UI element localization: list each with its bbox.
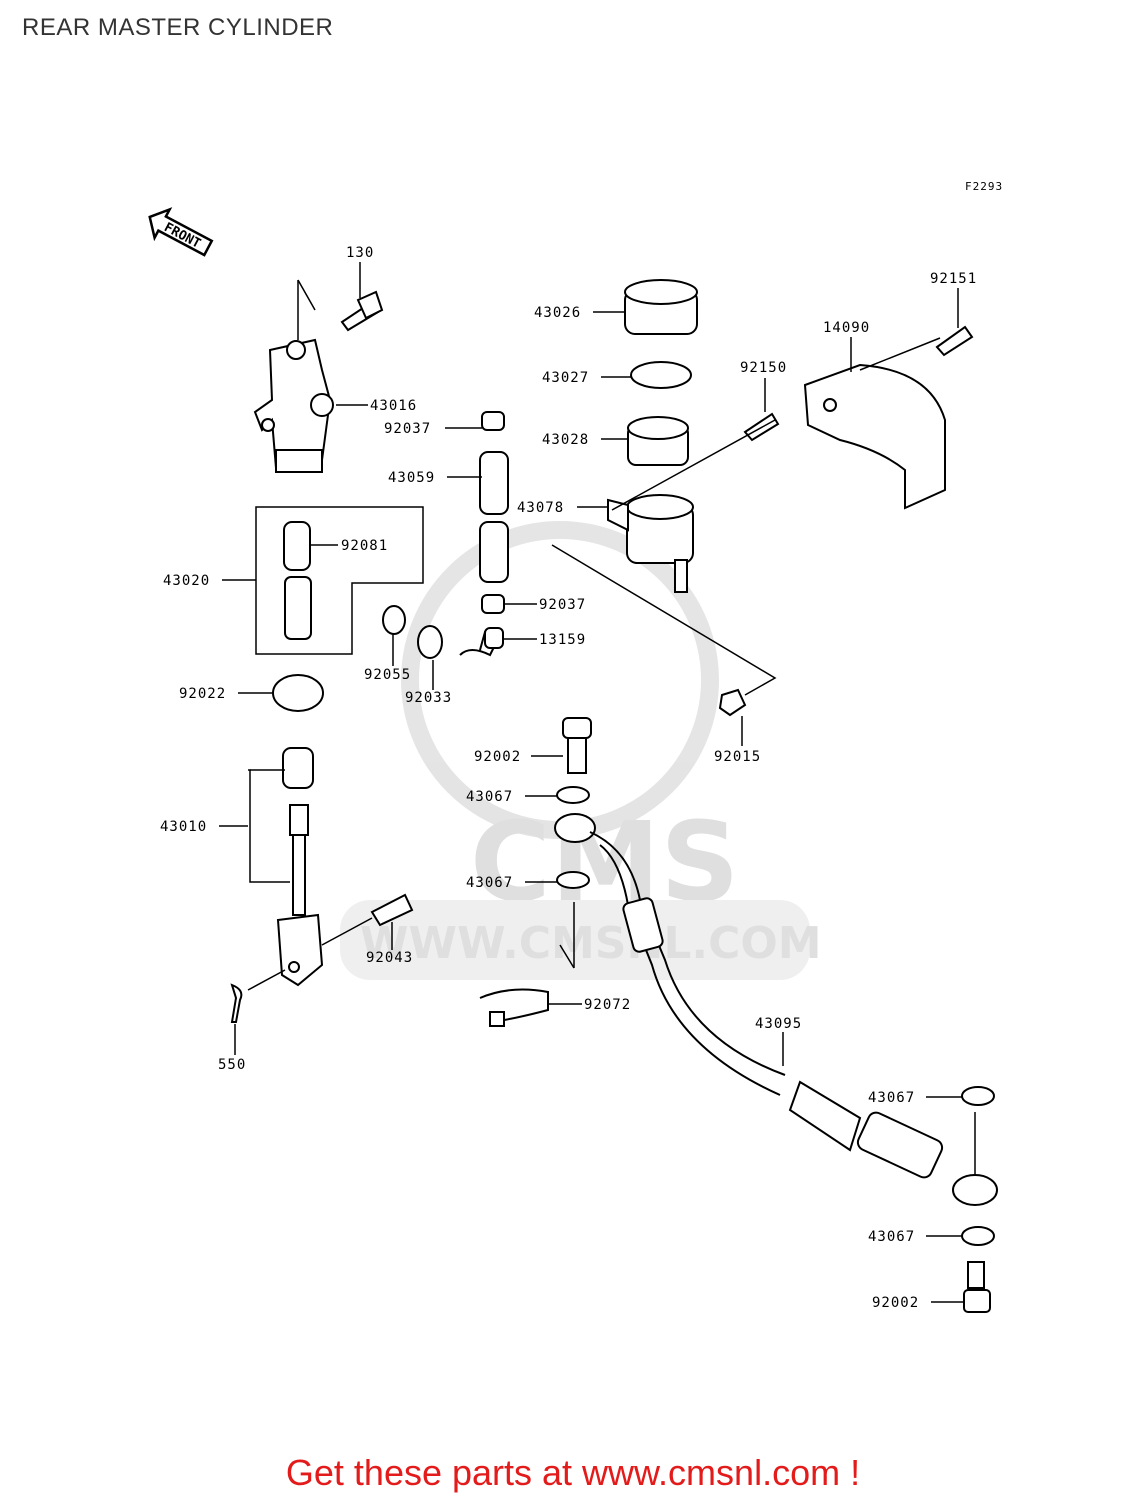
- part-label: 43010: [160, 819, 207, 835]
- bolt-92151-drawing: [935, 325, 974, 357]
- part-label: 92081: [341, 538, 388, 554]
- washer-drawing: [556, 786, 590, 804]
- piston-kit-group-box: [255, 506, 424, 655]
- part-label: 92037: [384, 421, 431, 437]
- part-label: 43059: [388, 470, 435, 486]
- part-label: 92150: [740, 360, 787, 376]
- page-title: REAR MASTER CYLINDER: [22, 14, 334, 41]
- bolt-130-drawing: [297, 279, 384, 340]
- part-label: 92002: [474, 749, 521, 765]
- part-label: 92043: [366, 950, 413, 966]
- part-label: 43067: [466, 875, 513, 891]
- banjo-bolt-bottom-drawing: [963, 1261, 991, 1313]
- part-label: 92015: [714, 749, 761, 765]
- brake-hose-drawing: [554, 813, 998, 1206]
- front-arrow-icon: FRONT: [148, 207, 214, 257]
- washer-drawing: [961, 1226, 995, 1246]
- circlip-92022-drawing: [272, 674, 324, 712]
- figure-ref: F2293: [965, 180, 1003, 193]
- leader-lines: [219, 262, 964, 1303]
- clevis-pin-drawing: [321, 893, 414, 946]
- reservoir-cover-drawing: [803, 337, 946, 510]
- part-label: 43067: [466, 789, 513, 805]
- part-label: 43027: [542, 370, 589, 386]
- part-label: 43026: [534, 305, 581, 321]
- part-label: 43020: [163, 573, 210, 589]
- reservoir-hose-drawing: [459, 411, 509, 657]
- part-label: 43028: [542, 432, 589, 448]
- oring-92055-drawing: [382, 605, 406, 635]
- watermark-url: WWW.CMSNL.COM: [360, 918, 822, 969]
- reservoir-parts-drawing: [607, 279, 698, 593]
- part-label: 43095: [755, 1016, 802, 1032]
- hose-clamp-drawing: [479, 902, 575, 1027]
- master-cylinder-body-drawing: [253, 338, 334, 473]
- watermark: CMS WWW.CMSNL.COM: [340, 521, 822, 980]
- part-label: 92037: [539, 597, 586, 613]
- part-label: 130: [346, 245, 374, 261]
- part-label: 43067: [868, 1090, 915, 1106]
- part-label: 92072: [584, 997, 631, 1013]
- part-label: 92002: [872, 1295, 919, 1311]
- part-label: 92033: [405, 690, 452, 706]
- push-rod-drawing: [248, 747, 324, 987]
- part-label: 92055: [364, 667, 411, 683]
- part-label: 14090: [823, 320, 870, 336]
- part-label: 92022: [179, 686, 226, 702]
- washer-drawing: [961, 1086, 995, 1106]
- cotter-pin-drawing: [230, 983, 243, 1023]
- banjo-bolt-top-drawing: [562, 717, 592, 774]
- ring-92033-drawing: [417, 625, 443, 659]
- part-label: 92151: [930, 271, 977, 287]
- washer-drawing: [556, 871, 590, 889]
- part-labels: 130 92151 14090 43026 43027 92150 43016 …: [160, 245, 977, 1311]
- part-label: 43016: [370, 398, 417, 414]
- part-label: 43078: [517, 500, 564, 516]
- footer-cta-link[interactable]: Get these parts at www.cmsnl.com !: [285, 1452, 861, 1493]
- nut-92015-drawing: [718, 688, 747, 717]
- part-label: 13159: [539, 632, 586, 648]
- part-label: 550: [218, 1057, 246, 1073]
- part-label: 43067: [868, 1229, 915, 1245]
